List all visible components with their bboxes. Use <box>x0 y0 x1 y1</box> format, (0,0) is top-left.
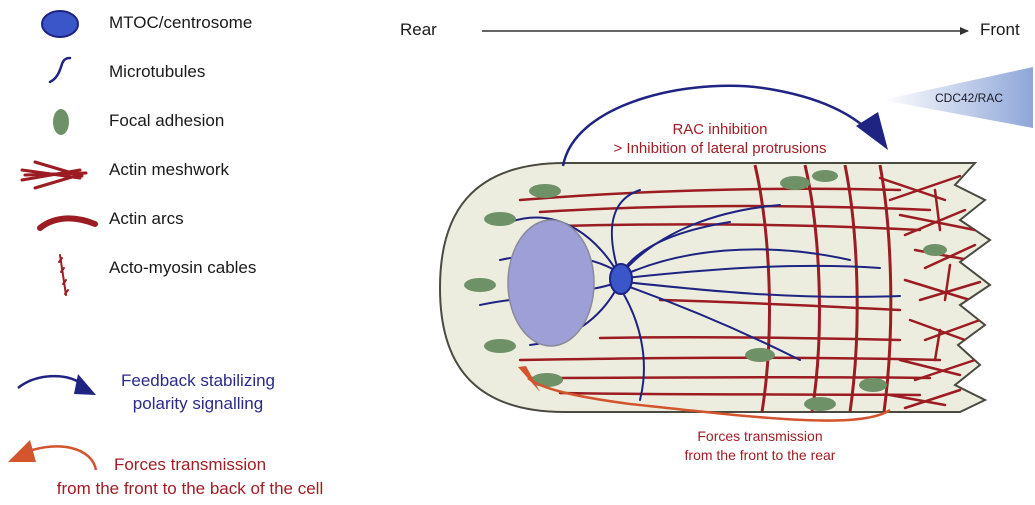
forces-legend-line1: Forces transmission <box>60 455 320 475</box>
feedback-legend-line2: polarity signalling <box>98 394 298 414</box>
forces-center-line1: Forces transmission <box>650 428 870 444</box>
legend-actin-arcs-label: Actin arcs <box>109 209 184 229</box>
mtoc-legend-icon <box>42 11 78 37</box>
acto-myosin-legend-icon <box>59 255 68 295</box>
microtubule-legend-icon <box>50 58 70 82</box>
mtoc-centrosome <box>610 264 632 294</box>
legend-actin-meshwork-label: Actin meshwork <box>109 160 229 180</box>
focal-adhesion-legend-icon <box>53 109 69 135</box>
forces-center-line2: from the front to the rear <box>650 447 870 463</box>
rac-inhibition-line2: > Inhibition of lateral protrusions <box>590 140 850 157</box>
legend-mtoc-label: MTOC/centrosome <box>109 13 252 33</box>
legend-microtubules-label: Microtubules <box>109 62 205 82</box>
actin-arcs-legend-icon <box>40 218 95 228</box>
feedback-legend-line1: Feedback stabilizing <box>98 371 298 391</box>
rac-inhibition-line1: RAC inhibition <box>620 121 820 138</box>
forces-legend-line2: from the front to the back of the cell <box>20 479 360 499</box>
cdc42-rac-label: CDC42/RAC <box>935 91 1003 105</box>
feedback-legend-arrow-icon <box>18 374 96 395</box>
front-label: Front <box>980 20 1020 40</box>
actin-meshwork-legend-icon <box>22 162 86 188</box>
legend-focal-adhesion-label: Focal adhesion <box>109 111 224 131</box>
nucleus <box>508 220 594 346</box>
rear-label: Rear <box>400 20 437 40</box>
legend-acto-myosin-label: Acto-myosin cables <box>109 258 256 278</box>
